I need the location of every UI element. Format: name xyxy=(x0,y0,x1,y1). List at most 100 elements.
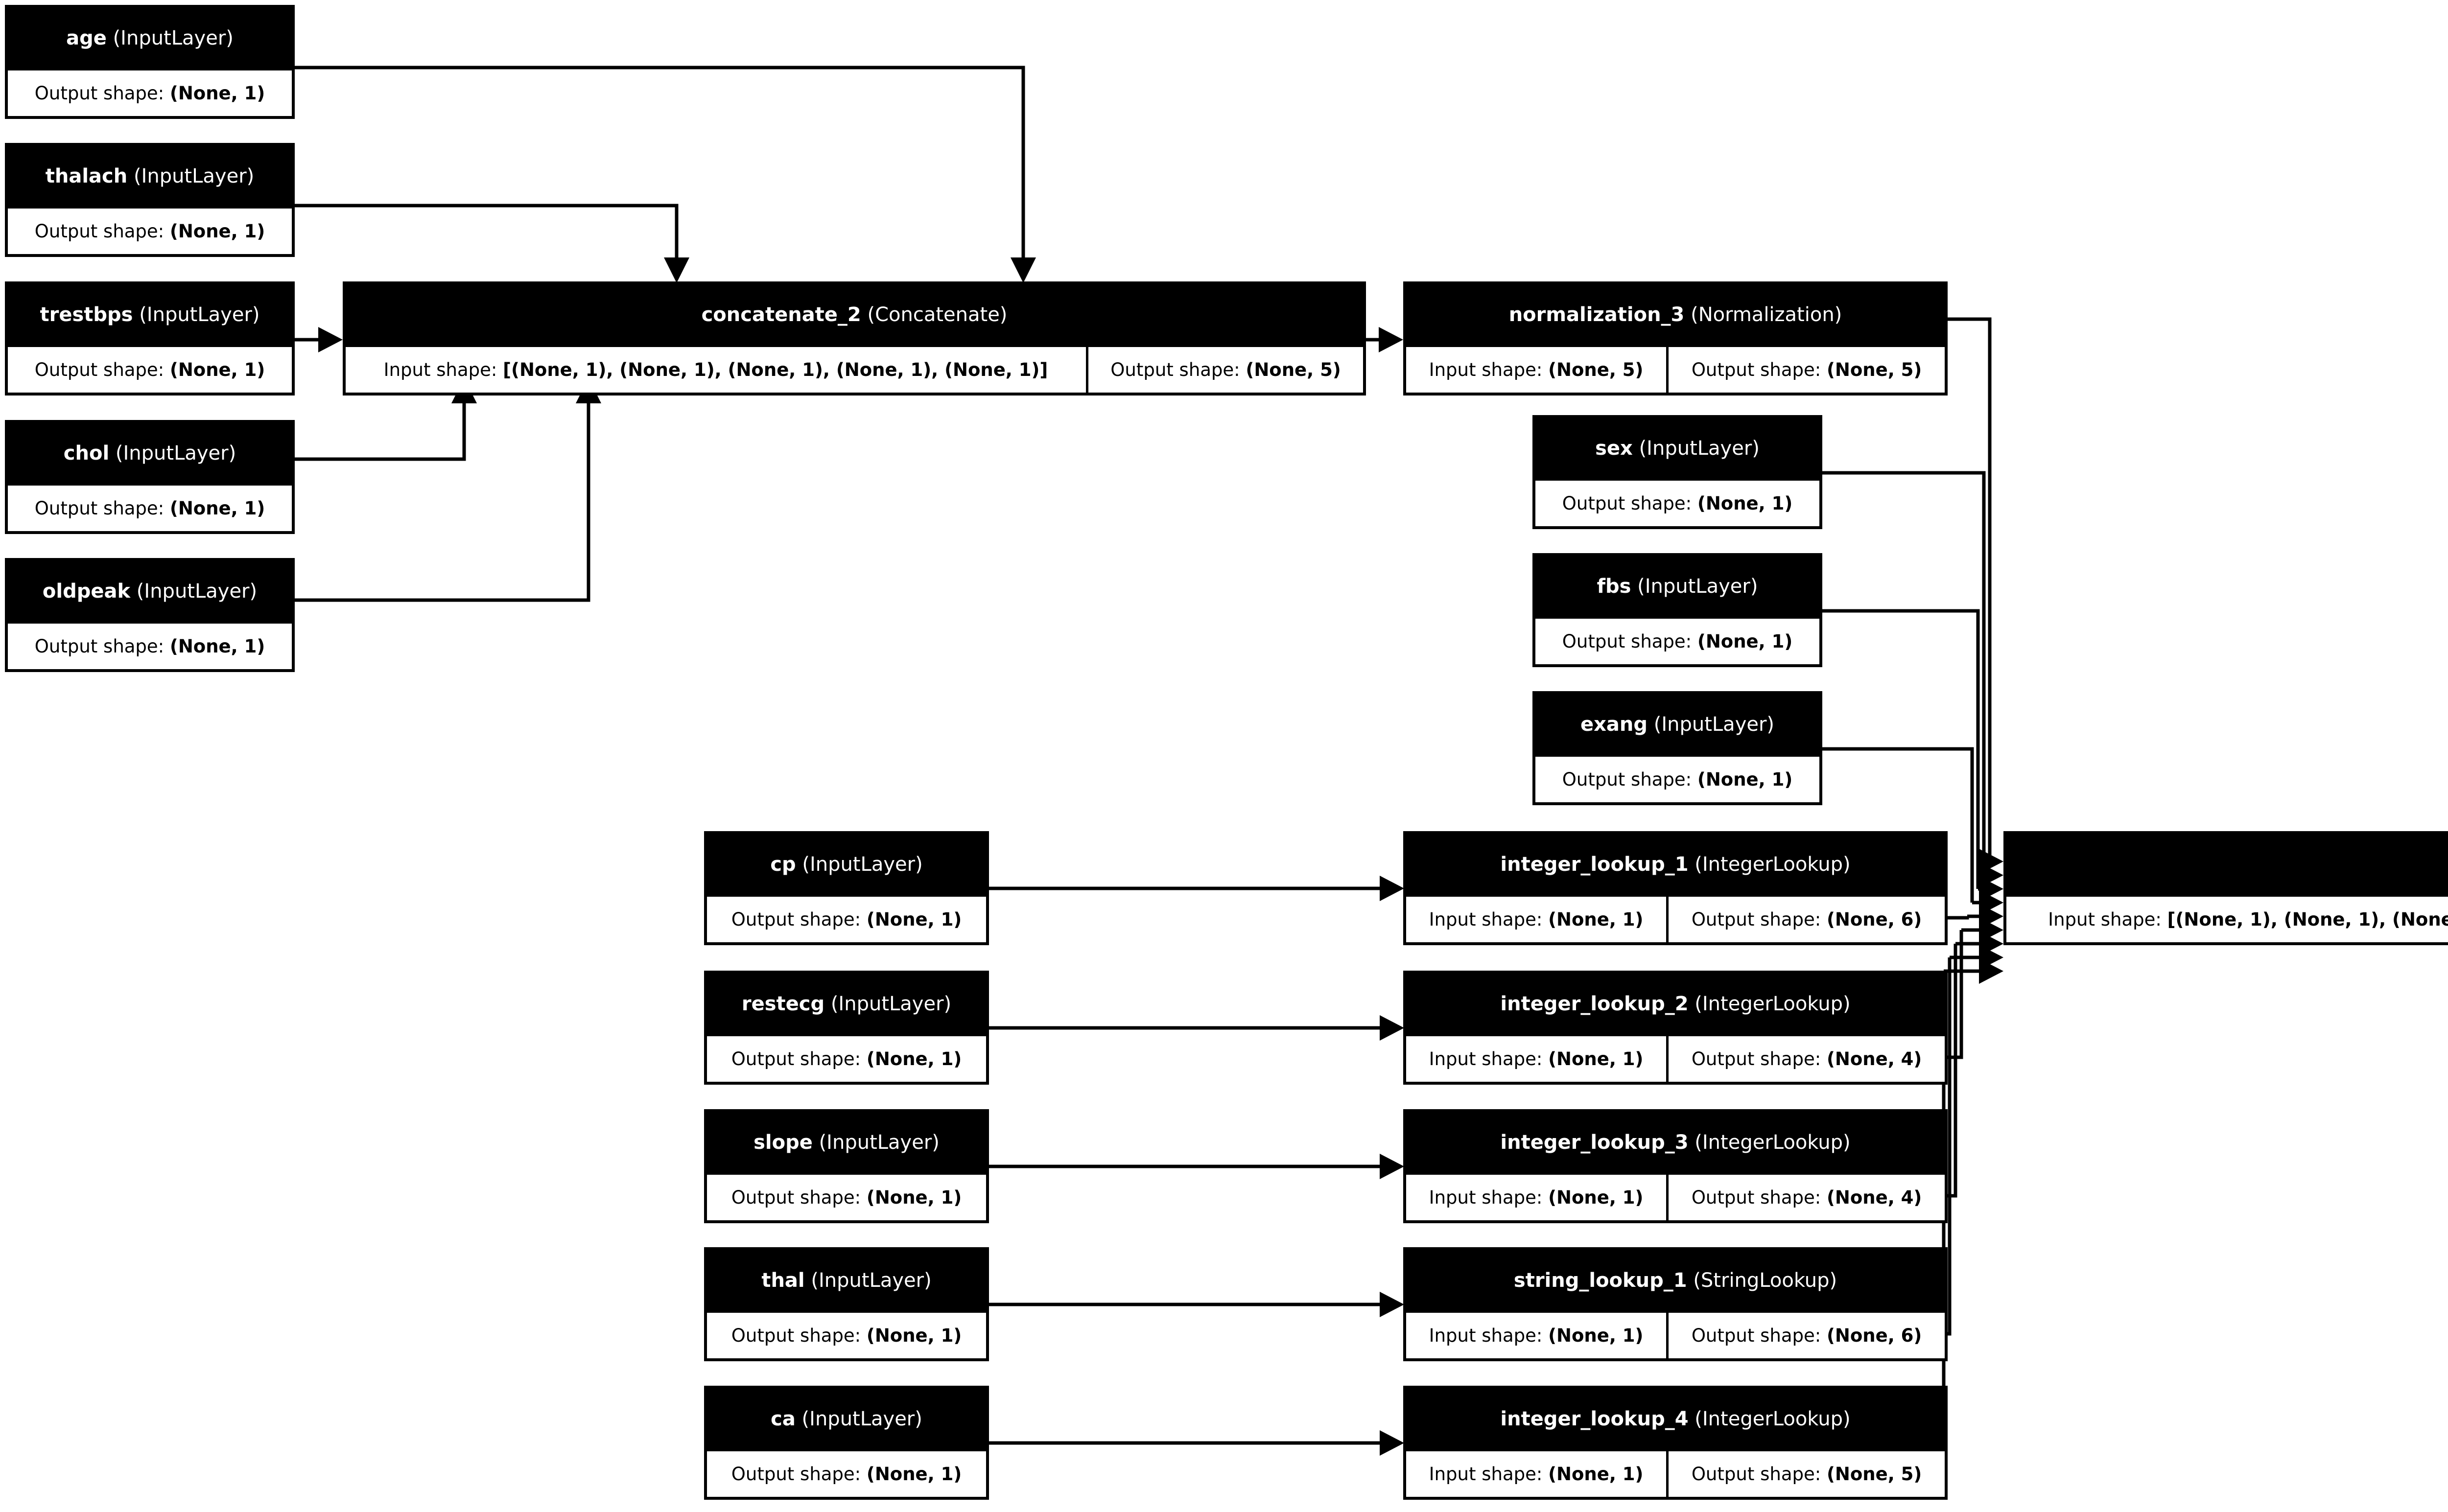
node-cp-shapes: Output shape: (None, 1) xyxy=(707,894,986,942)
node-integer_lookup_4-title: integer_lookup_4 (IntegerLookup) xyxy=(1406,1389,1945,1449)
node-integer_lookup_2-title: integer_lookup_2 (IntegerLookup) xyxy=(1406,974,1945,1034)
node-restecg-title: restecg (InputLayer) xyxy=(707,974,986,1034)
node-concatenate_3[interactable]: concatenate_3 (Concatenate) Input shape:… xyxy=(2003,831,2448,945)
node-integer_lookup_3-title: integer_lookup_3 (IntegerLookup) xyxy=(1406,1112,1945,1172)
node-normalization_3-output-cell: Output shape: (None, 5) xyxy=(1666,347,1945,393)
node-chol-shapes: Output shape: (None, 1) xyxy=(8,483,292,531)
node-string_lookup_1-name: string_lookup_1 xyxy=(1513,1269,1687,1292)
node-normalization_3-class: (Normalization) xyxy=(1691,303,1842,326)
node-oldpeak[interactable]: oldpeak (InputLayer) Output shape: (None… xyxy=(5,558,295,672)
node-normalization_3-input-cell: Input shape: (None, 5) xyxy=(1406,347,1667,393)
node-integer_lookup_2-class: (IntegerLookup) xyxy=(1695,992,1851,1015)
node-trestbps-title: trestbps (InputLayer) xyxy=(8,284,292,345)
node-fbs[interactable]: fbs (InputLayer) Output shape: (None, 1) xyxy=(1532,553,1822,667)
node-thal[interactable]: thal (InputLayer) Output shape: (None, 1… xyxy=(704,1247,989,1361)
edge-integer_lookup_2-concatenate_3 xyxy=(1948,930,1963,1059)
node-concatenate_2-shapes: Input shape: [(None, 1), (None, 1), (Non… xyxy=(346,345,1363,393)
edge-string_lookup_1-concatenate_3 xyxy=(1948,957,1952,1336)
node-string_lookup_1-class: (StringLookup) xyxy=(1693,1269,1837,1292)
node-slope-name: slope xyxy=(753,1131,813,1154)
node-restecg-name: restecg xyxy=(741,992,825,1015)
node-integer_lookup_1-output-cell: Output shape: (None, 6) xyxy=(1666,897,1945,942)
node-restecg-class: (InputLayer) xyxy=(830,992,952,1015)
node-integer_lookup_3-name: integer_lookup_3 xyxy=(1500,1131,1689,1154)
node-restecg[interactable]: restecg (InputLayer) Output shape: (None… xyxy=(704,971,989,1085)
node-thalach-class: (InputLayer) xyxy=(133,164,255,187)
node-trestbps-name: trestbps xyxy=(40,303,133,326)
node-integer_lookup_2-name: integer_lookup_2 xyxy=(1500,992,1689,1015)
node-concatenate_2-name: concatenate_2 xyxy=(701,303,861,326)
edge-integer_lookup_3-concatenate_3 xyxy=(1948,944,1957,1198)
node-thalach-name: thalach xyxy=(45,164,128,187)
node-integer_lookup_3-output-cell: Output shape: (None, 4) xyxy=(1666,1175,1945,1220)
node-ca-output-cell: Output shape: (None, 1) xyxy=(707,1451,986,1497)
node-concatenate_3-input-cell: Input shape: [(None, 1), (None, 1), (Non… xyxy=(2006,897,2448,942)
node-slope[interactable]: slope (InputLayer) Output shape: (None, … xyxy=(704,1109,989,1223)
node-integer_lookup_1-name: integer_lookup_1 xyxy=(1500,853,1689,876)
node-ca-class: (InputLayer) xyxy=(801,1407,922,1430)
node-integer_lookup_4-name: integer_lookup_4 xyxy=(1500,1407,1689,1430)
node-integer_lookup_1-shapes: Input shape: (None, 1) Output shape: (No… xyxy=(1406,894,1945,942)
node-exang[interactable]: exang (InputLayer) Output shape: (None, … xyxy=(1532,691,1822,805)
node-integer_lookup_1[interactable]: integer_lookup_1 (IntegerLookup) Input s… xyxy=(1403,831,1948,945)
node-integer_lookup_4-output-cell: Output shape: (None, 5) xyxy=(1666,1451,1945,1497)
node-concatenate_2-class: (Concatenate) xyxy=(867,303,1008,326)
node-sex[interactable]: sex (InputLayer) Output shape: (None, 1) xyxy=(1532,415,1822,529)
node-concatenate_2[interactable]: concatenate_2 (Concatenate) Input shape:… xyxy=(343,281,1366,395)
node-exang-output-cell: Output shape: (None, 1) xyxy=(1535,757,1819,802)
node-oldpeak-title: oldpeak (InputLayer) xyxy=(8,561,292,621)
edge-sex-concatenate_3 xyxy=(1822,471,1986,875)
node-age-output-cell: Output shape: (None, 1) xyxy=(8,70,292,116)
node-integer_lookup_3[interactable]: integer_lookup_3 (IntegerLookup) Input s… xyxy=(1403,1109,1948,1223)
node-integer_lookup_3-class: (IntegerLookup) xyxy=(1695,1131,1851,1154)
node-age-shapes: Output shape: (None, 1) xyxy=(8,68,292,116)
node-integer_lookup_1-input-cell: Input shape: (None, 1) xyxy=(1406,897,1667,942)
node-normalization_3-shapes: Input shape: (None, 5) Output shape: (No… xyxy=(1406,345,1945,393)
node-ca-name: ca xyxy=(771,1407,796,1430)
node-thalach[interactable]: thalach (InputLayer) Output shape: (None… xyxy=(5,143,295,257)
node-cp-output-cell: Output shape: (None, 1) xyxy=(707,897,986,942)
node-cp[interactable]: cp (InputLayer) Output shape: (None, 1) xyxy=(704,831,989,945)
node-sex-shapes: Output shape: (None, 1) xyxy=(1535,478,1819,526)
node-thal-class: (InputLayer) xyxy=(811,1269,932,1292)
node-chol-class: (InputLayer) xyxy=(115,442,236,465)
node-cp-class: (InputLayer) xyxy=(802,853,923,876)
node-slope-output-cell: Output shape: (None, 1) xyxy=(707,1175,986,1220)
node-string_lookup_1[interactable]: string_lookup_1 (StringLookup) Input sha… xyxy=(1403,1247,1948,1361)
node-integer_lookup_4[interactable]: integer_lookup_4 (IntegerLookup) Input s… xyxy=(1403,1386,1948,1500)
edge-age-concatenate_2 xyxy=(295,66,1025,272)
node-ca[interactable]: ca (InputLayer) Output shape: (None, 1) xyxy=(704,1386,989,1500)
node-normalization_3-title: normalization_3 (Normalization) xyxy=(1406,284,1945,345)
node-exang-class: (InputLayer) xyxy=(1653,713,1775,736)
node-ca-title: ca (InputLayer) xyxy=(707,1389,986,1449)
node-concatenate_3-shapes: Input shape: [(None, 1), (None, 1), (Non… xyxy=(2006,894,2448,942)
node-oldpeak-class: (InputLayer) xyxy=(136,580,258,603)
edge-oldpeak-concatenate_2 xyxy=(295,392,590,602)
node-fbs-class: (InputLayer) xyxy=(1637,575,1758,598)
node-integer_lookup_4-class: (IntegerLookup) xyxy=(1695,1407,1851,1430)
node-integer_lookup_4-input-cell: Input shape: (None, 1) xyxy=(1406,1451,1667,1497)
node-chol-name: chol xyxy=(63,442,110,465)
node-cp-name: cp xyxy=(770,853,796,876)
node-fbs-shapes: Output shape: (None, 1) xyxy=(1535,616,1819,664)
node-restecg-output-cell: Output shape: (None, 1) xyxy=(707,1036,986,1082)
edge-integer_lookup_1-concatenate_3 xyxy=(1948,916,1969,920)
node-fbs-output-cell: Output shape: (None, 1) xyxy=(1535,619,1819,664)
node-integer_lookup_2-output-cell: Output shape: (None, 4) xyxy=(1666,1036,1945,1082)
node-concatenate_2-input-cell: Input shape: [(None, 1), (None, 1), (Non… xyxy=(346,347,1086,393)
node-thalach-shapes: Output shape: (None, 1) xyxy=(8,206,292,254)
node-sex-output-cell: Output shape: (None, 1) xyxy=(1535,481,1819,526)
node-sex-class: (InputLayer) xyxy=(1639,437,1760,460)
node-trestbps-output-cell: Output shape: (None, 1) xyxy=(8,347,292,393)
node-slope-class: (InputLayer) xyxy=(819,1131,940,1154)
node-integer_lookup_2[interactable]: integer_lookup_2 (IntegerLookup) Input s… xyxy=(1403,971,1948,1085)
node-thal-output-cell: Output shape: (None, 1) xyxy=(707,1313,986,1358)
node-normalization_3[interactable]: normalization_3 (Normalization) Input sh… xyxy=(1403,281,1948,395)
node-trestbps[interactable]: trestbps (InputLayer) Output shape: (Non… xyxy=(5,281,295,395)
node-concatenate_3-title: concatenate_3 (Concatenate) xyxy=(2006,834,2448,894)
node-chol[interactable]: chol (InputLayer) Output shape: (None, 1… xyxy=(5,420,295,534)
node-slope-shapes: Output shape: (None, 1) xyxy=(707,1172,986,1220)
node-fbs-title: fbs (InputLayer) xyxy=(1535,556,1819,616)
node-age[interactable]: age (InputLayer) Output shape: (None, 1) xyxy=(5,5,295,119)
node-oldpeak-output-cell: Output shape: (None, 1) xyxy=(8,624,292,669)
